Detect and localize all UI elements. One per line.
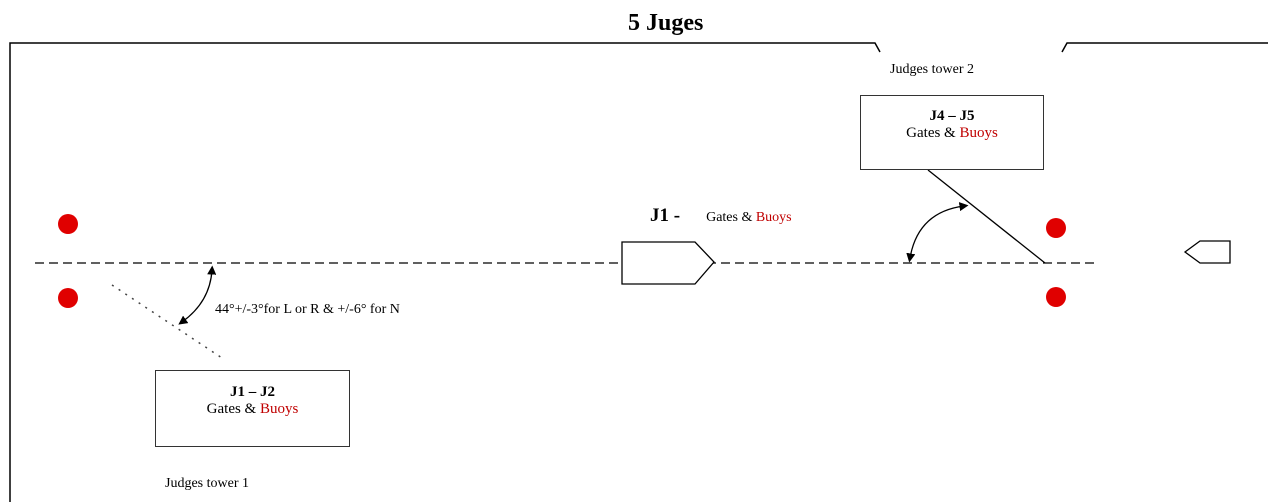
tower1-duties: Gates & Buoys	[156, 401, 349, 418]
buoy-icon	[58, 214, 78, 234]
tower2-judges: J4 – J5	[929, 108, 975, 124]
page-title: 5 Juges	[628, 10, 704, 36]
course-frame-right	[1061, 42, 1268, 53]
center-judge-id: J1 -	[650, 205, 681, 226]
buoy-icon	[1046, 287, 1066, 307]
tower1-label: Judges tower 1	[165, 476, 249, 491]
angle-arrow-icon	[906, 202, 969, 263]
boat-icon	[1183, 240, 1231, 264]
tower2-duties: Gates & Buoys	[861, 125, 1043, 142]
angle-note: 44°+/-3°for L or R & +/-6° for N	[215, 302, 400, 317]
tower2-label: Judges tower 2	[890, 62, 974, 77]
center-judge-label: J1 - Gates & Buoys	[650, 205, 792, 227]
tower2-buoys: Buoys	[959, 125, 998, 141]
tower1-buoys: Buoys	[259, 401, 299, 417]
tower2-sight-line	[927, 169, 1046, 264]
buoy-icon	[58, 288, 78, 308]
tower1-box: J1 – J2 Gates & Buoys	[155, 370, 350, 447]
tower2-box: J4 – J5 Gates & Buoys	[860, 95, 1044, 170]
center-judge-gates: Gates &	[706, 210, 756, 225]
buoy-icon	[1046, 218, 1066, 238]
tower1-gates: Gates &	[206, 401, 260, 417]
tower2-gates: Gates &	[906, 125, 960, 141]
tower1-judges: J1 – J2	[230, 384, 275, 400]
angle-arrow-icon	[178, 265, 217, 325]
boat-icon	[621, 241, 715, 285]
course-frame-left	[9, 42, 881, 502]
center-judge-buoys: Buoys	[755, 210, 792, 225]
